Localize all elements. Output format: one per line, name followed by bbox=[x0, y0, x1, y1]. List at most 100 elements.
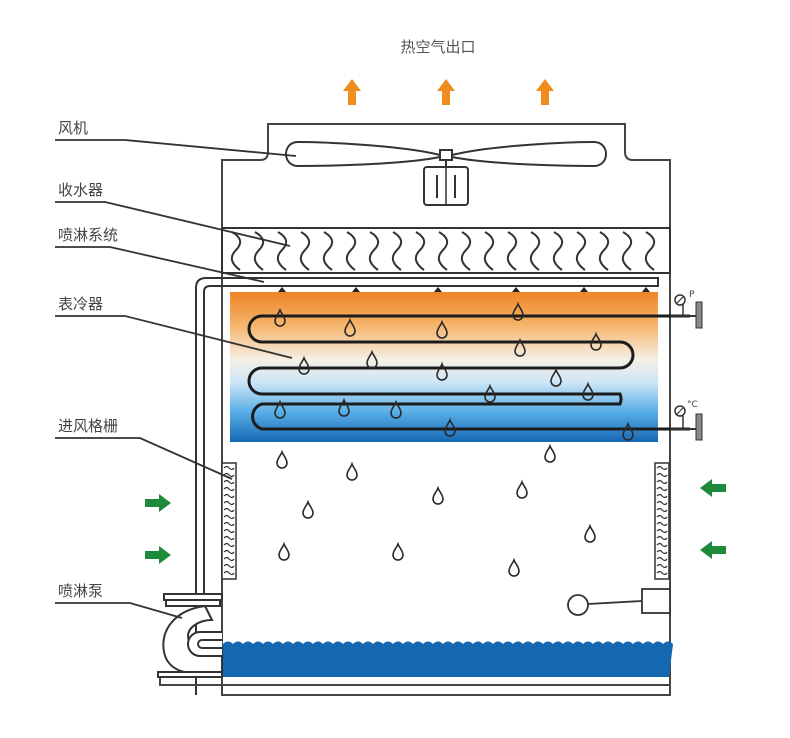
fan-leader-line bbox=[55, 139, 297, 157]
pump-leader-line bbox=[55, 602, 183, 619]
spray-nozzle-icon bbox=[512, 287, 520, 292]
spray-nozzle-icon bbox=[434, 287, 442, 292]
louver-blade bbox=[656, 521, 668, 527]
air-inlet-arrow-icon bbox=[700, 541, 726, 559]
water-drop-icon bbox=[346, 463, 358, 481]
water-drop-icon bbox=[544, 445, 556, 463]
drift-eliminator-label: 收水器 bbox=[58, 181, 103, 199]
louver-blade bbox=[656, 486, 668, 492]
louver-blade bbox=[656, 563, 668, 569]
louver-blade bbox=[223, 486, 235, 492]
louver-blade bbox=[656, 514, 668, 520]
coil-label: 表冷器 bbox=[58, 295, 103, 313]
fan-icon bbox=[285, 140, 607, 206]
louver-blade bbox=[223, 479, 235, 485]
water-drop-icon bbox=[276, 451, 288, 469]
louver-blade bbox=[656, 479, 668, 485]
louver-blade bbox=[223, 528, 235, 534]
louver-blade bbox=[223, 514, 235, 520]
water-drop-icon bbox=[584, 525, 596, 543]
eliminator-blade bbox=[598, 231, 610, 271]
air-inlet-louver-left bbox=[221, 462, 237, 580]
air-inlet-louver-right bbox=[654, 462, 670, 580]
spray-nozzle-icon bbox=[278, 287, 286, 292]
spray-pump-icon bbox=[157, 593, 223, 678]
hot-air-arrow-icon bbox=[437, 79, 455, 105]
louver-blade bbox=[656, 507, 668, 513]
pressure-gauge-icon: P bbox=[670, 290, 703, 329]
spray-system-label: 喷淋系统 bbox=[58, 226, 118, 244]
eliminator-blade bbox=[322, 231, 334, 271]
water-basin bbox=[223, 641, 673, 677]
louver-blade bbox=[223, 563, 235, 569]
louver-blade bbox=[656, 556, 668, 562]
coil-leader-line bbox=[55, 315, 293, 359]
louver-leader-line bbox=[55, 437, 233, 480]
louver-blade bbox=[656, 549, 668, 555]
eliminator-blade bbox=[253, 231, 265, 271]
eliminator-blade bbox=[529, 231, 541, 271]
air-inlet-arrow-icon bbox=[700, 479, 726, 497]
eliminator-blade bbox=[621, 231, 633, 271]
spray-nozzle-icon bbox=[352, 287, 360, 292]
air-inlet-arrow-icon bbox=[145, 546, 171, 564]
louver-blade bbox=[656, 465, 668, 471]
louver-blade bbox=[656, 528, 668, 534]
louver-blade bbox=[656, 493, 668, 499]
louver-blade bbox=[223, 570, 235, 576]
water-drop-icon bbox=[432, 487, 444, 505]
eliminator-blade bbox=[460, 231, 472, 271]
fan-label: 风机 bbox=[58, 119, 88, 137]
hot-air-outlet-title: 热空气出口 bbox=[400, 38, 475, 56]
float-valve-icon bbox=[567, 588, 671, 616]
louver-blade bbox=[223, 493, 235, 499]
spray-system-leader-line bbox=[55, 246, 265, 283]
water-drop-icon bbox=[278, 543, 290, 561]
water-drop-icon bbox=[392, 543, 404, 561]
eliminator-blade bbox=[414, 231, 426, 271]
drift-eliminator bbox=[221, 227, 671, 274]
hot-air-arrow-icon bbox=[536, 79, 554, 105]
water-drop-icon bbox=[516, 481, 528, 499]
eliminator-blade bbox=[575, 231, 587, 271]
louver-blade bbox=[223, 521, 235, 527]
spray-pump-label: 喷淋泵 bbox=[58, 582, 103, 600]
louver-blade bbox=[656, 500, 668, 506]
spray-nozzle-icon bbox=[580, 287, 588, 292]
spray-nozzle-icon bbox=[642, 287, 650, 292]
louver-blade bbox=[223, 556, 235, 562]
louver-blade bbox=[223, 549, 235, 555]
louver-blade bbox=[656, 535, 668, 541]
louver-blade bbox=[223, 472, 235, 478]
louver-blade bbox=[223, 500, 235, 506]
louver-label: 进风格栅 bbox=[58, 417, 118, 435]
louver-blade bbox=[223, 542, 235, 548]
eliminator-blade bbox=[552, 231, 564, 271]
eliminator-blade bbox=[391, 231, 403, 271]
pressure-gauge-label: P bbox=[689, 290, 695, 300]
water-drop-icon bbox=[302, 501, 314, 519]
louver-blade bbox=[223, 465, 235, 471]
louver-blade bbox=[223, 507, 235, 513]
temperature-gauge-icon: °C bbox=[670, 400, 703, 441]
eliminator-blade bbox=[483, 231, 495, 271]
louver-blade bbox=[656, 542, 668, 548]
coil-tubes bbox=[247, 314, 690, 431]
air-inlet-arrow-icon bbox=[145, 494, 171, 512]
eliminator-blade bbox=[368, 231, 380, 271]
louver-blade bbox=[656, 472, 668, 478]
eliminator-blade bbox=[276, 231, 288, 271]
hot-air-arrow-icon bbox=[343, 79, 361, 105]
eliminator-blade bbox=[506, 231, 518, 271]
spray-system bbox=[195, 277, 659, 695]
louver-blade bbox=[223, 535, 235, 541]
louver-blade bbox=[656, 570, 668, 576]
eliminator-blade bbox=[644, 231, 656, 271]
eliminator-blade bbox=[345, 231, 357, 271]
eliminator-blade bbox=[230, 231, 242, 271]
water-drop-icon bbox=[508, 559, 520, 577]
eliminator-blade bbox=[437, 231, 449, 271]
drift-eliminator-leader-line bbox=[55, 201, 291, 247]
temperature-gauge-label: °C bbox=[687, 400, 698, 410]
